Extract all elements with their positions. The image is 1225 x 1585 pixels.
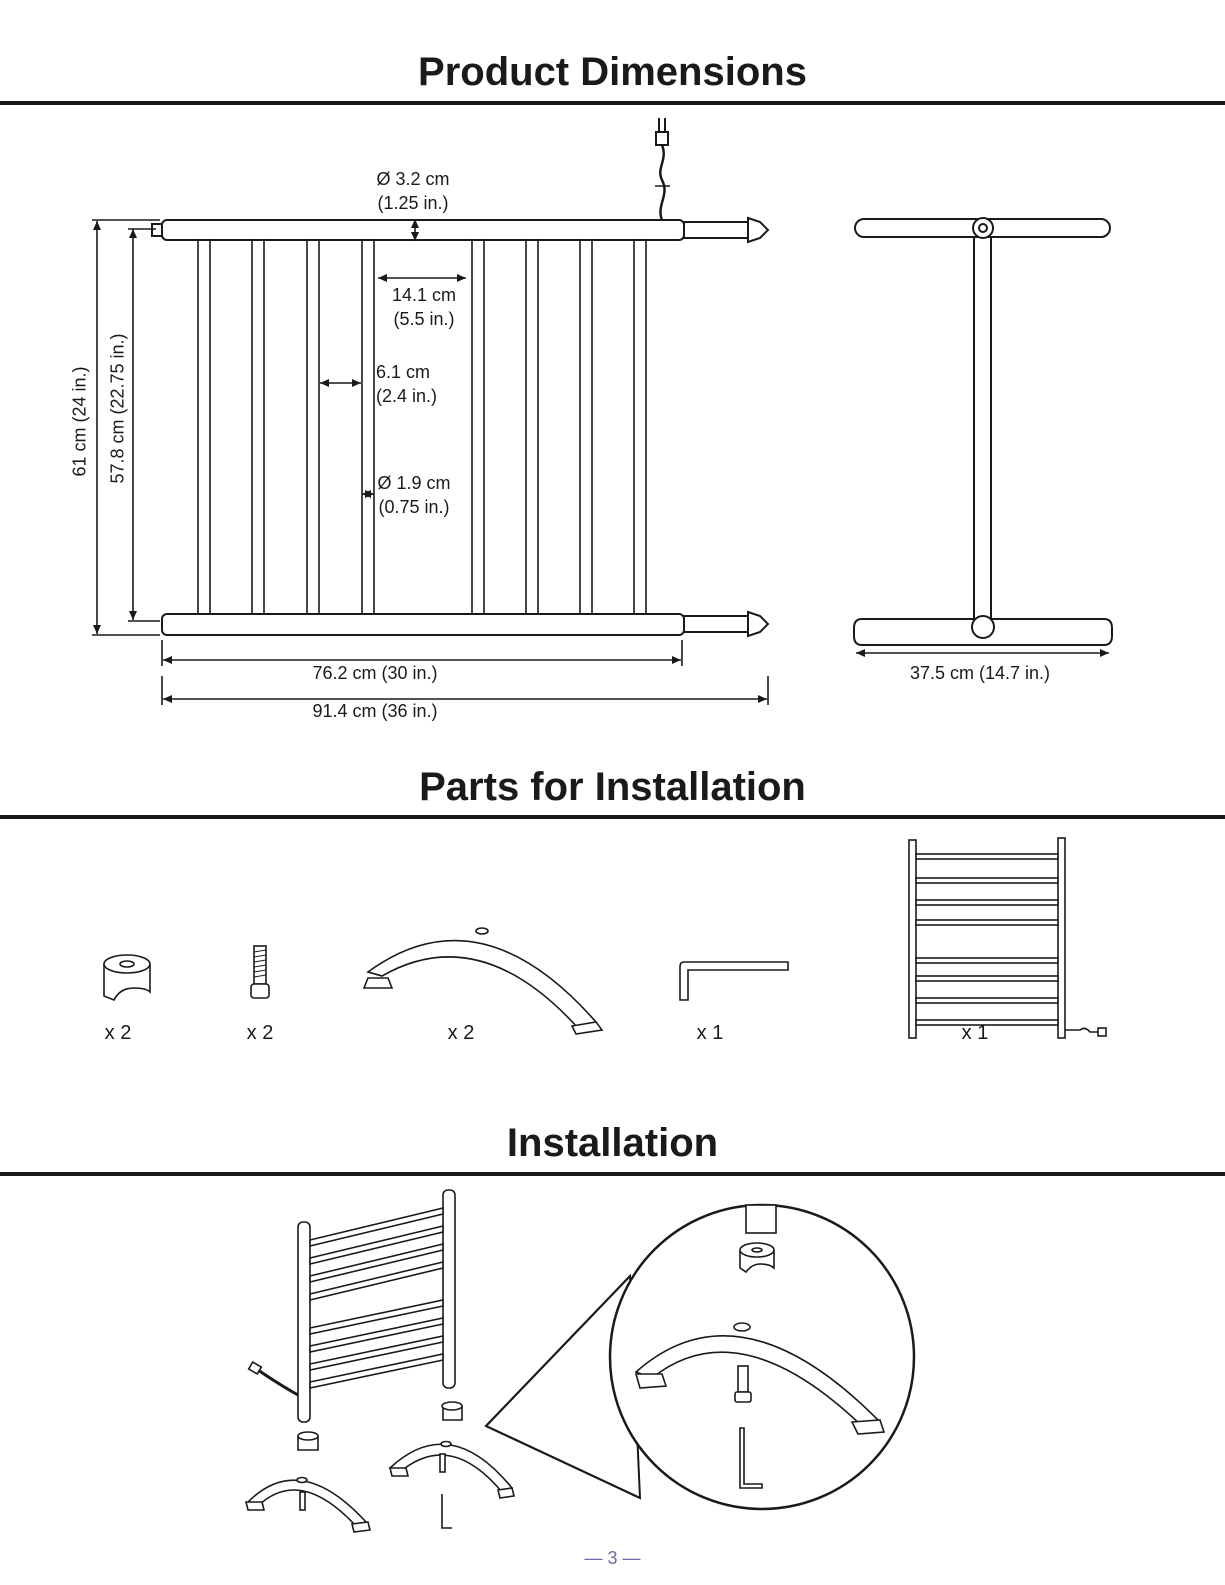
page-number: — 3 —: [0, 1548, 1225, 1569]
section-title-parts: Parts for Installation: [0, 765, 1225, 809]
dim-bar-spacing-wide: 14.1 cm(5.5 in.): [374, 283, 474, 331]
towel-rack-icon: [909, 838, 1106, 1038]
arched-base-icon: [364, 928, 602, 1034]
dim-top-bar-diameter: Ø 3.2 cm(1.25 in.): [363, 167, 463, 215]
part-qty-bolt: x 2: [247, 1022, 274, 1045]
foot-cap-icon: [104, 955, 150, 1000]
part-qty-towel-rack: x 1: [962, 1022, 989, 1045]
installation-diagram: [0, 1180, 1225, 1540]
hex-key-icon: [680, 962, 788, 1000]
dim-inner-height: 57.8 cm (22.75 in.): [108, 329, 129, 489]
section-rule: [0, 1172, 1225, 1176]
dim-total-width: 91.4 cm (36 in.): [275, 699, 475, 723]
dim-total-height: 61 cm (24 in.): [70, 362, 91, 482]
bolt-icon: [251, 946, 269, 998]
section-rule: [0, 815, 1225, 819]
part-qty-foot-cap: x 2: [105, 1022, 132, 1045]
side-view-diagram: [854, 218, 1112, 653]
part-qty-arched-base: x 2: [448, 1022, 475, 1045]
dim-inner-width: 76.2 cm (30 in.): [275, 661, 475, 685]
dim-depth: 37.5 cm (14.7 in.): [880, 661, 1080, 685]
dim-rail-diameter: Ø 1.9 cm(0.75 in.): [364, 471, 464, 519]
section-title-installation: Installation: [0, 1121, 1225, 1165]
rack-perspective-icon: [249, 1190, 455, 1422]
front-view-diagram: [0, 0, 1225, 740]
part-qty-hex-key: x 1: [697, 1022, 724, 1045]
dim-bar-spacing-narrow: 6.1 cm(2.4 in.): [376, 360, 476, 408]
parts-diagram: [0, 830, 1225, 1080]
